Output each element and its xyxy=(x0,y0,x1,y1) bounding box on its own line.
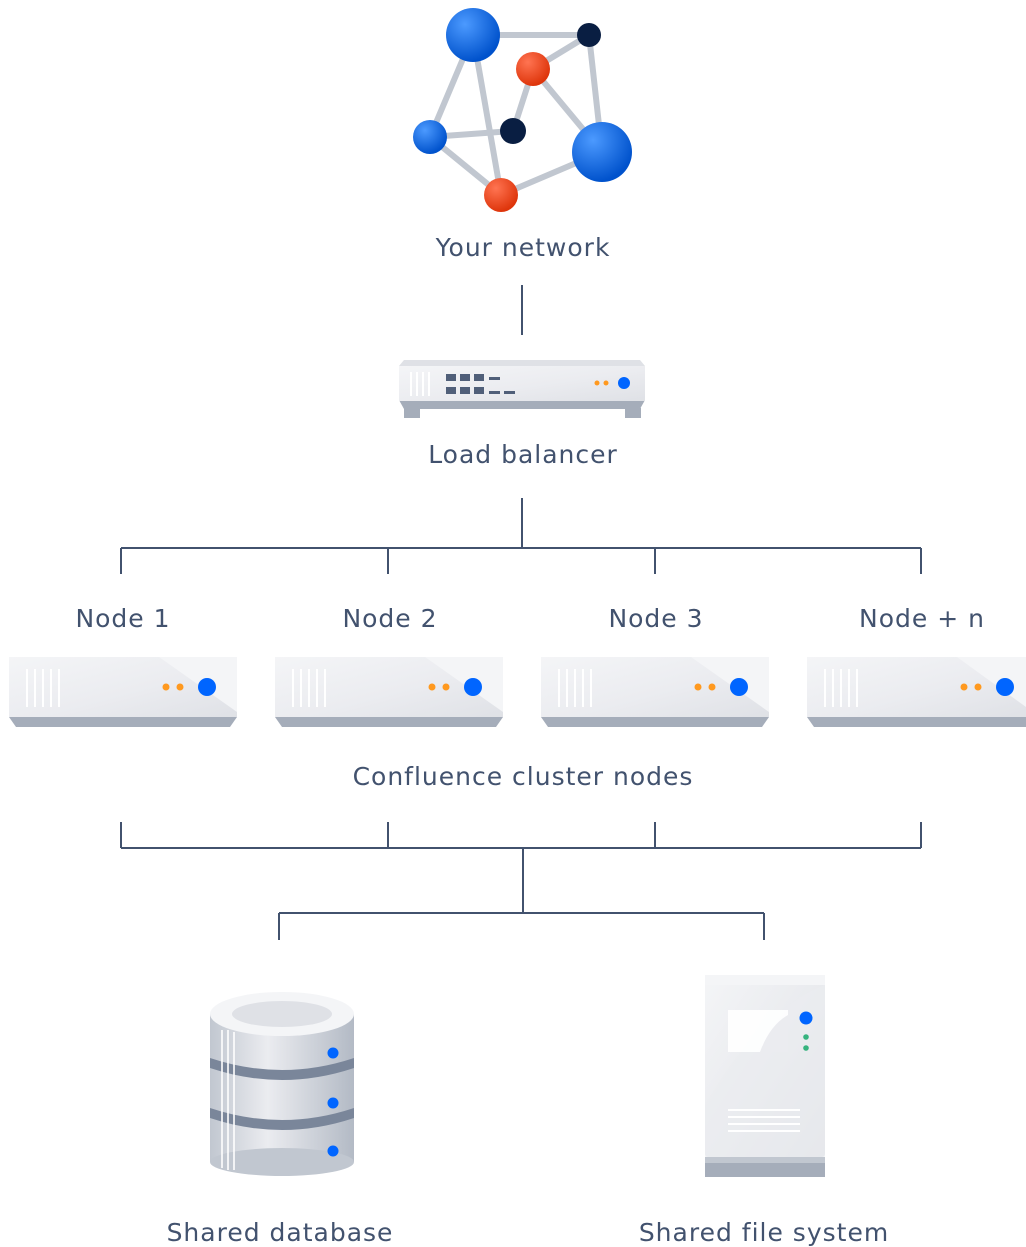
node-3-server-icon xyxy=(541,657,769,727)
file-server-icon xyxy=(705,975,825,1177)
node-2-server-icon xyxy=(275,657,503,727)
shared-database-label: Shared database xyxy=(167,1218,394,1247)
node-1-server-icon xyxy=(9,657,237,727)
load-balancer-icon xyxy=(399,360,645,418)
cluster-nodes-caption: Confluence cluster nodes xyxy=(353,762,694,791)
node-1-label: Node 1 xyxy=(75,604,170,633)
node-2-label: Node 2 xyxy=(342,604,437,633)
node-3-label: Node 3 xyxy=(608,604,703,633)
load-balancer-label: Load balancer xyxy=(428,440,618,469)
network-graph-icon xyxy=(413,8,632,212)
database-icon xyxy=(210,992,354,1176)
node-n-label: Node + n xyxy=(859,604,985,633)
network-label: Your network xyxy=(435,233,611,262)
connector-nodes-storage xyxy=(120,822,922,940)
node-n-server-icon xyxy=(807,657,1026,727)
connector-lb-nodes xyxy=(120,498,922,574)
shared-file-system-label: Shared file system xyxy=(639,1218,889,1247)
